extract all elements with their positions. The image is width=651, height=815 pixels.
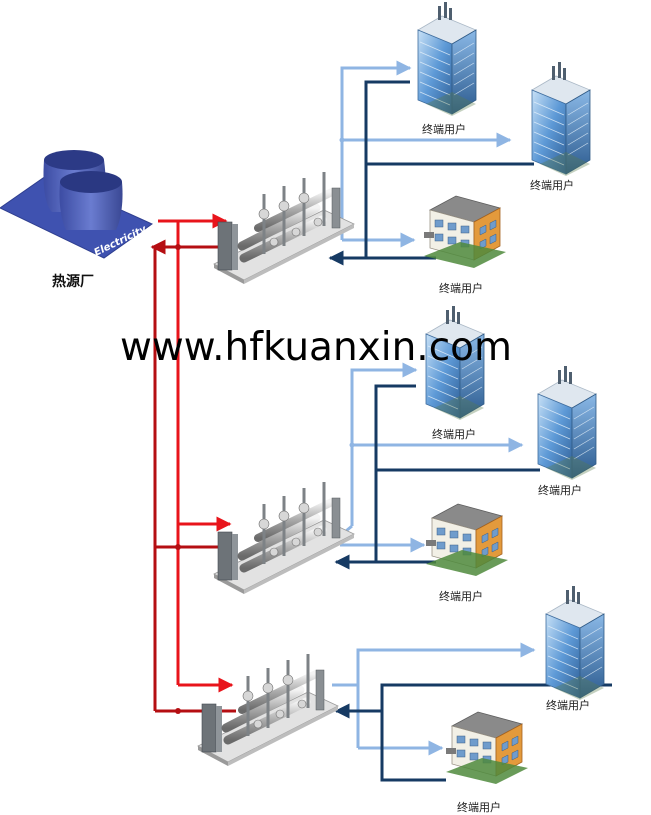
secondary-supply-pipe-3	[332, 642, 536, 756]
end-user-label: 终端用户	[546, 698, 590, 712]
end-user-1-1: 终端用户	[417, 1, 477, 136]
secondary-return-pipe-1	[328, 80, 534, 266]
secondary-supply-pipe-2	[339, 362, 524, 553]
secondary-return-pipe-2	[334, 384, 540, 570]
heat-source-label: 热源厂	[52, 273, 94, 290]
secondary-return-pipe-3	[334, 683, 612, 782]
watermark-text: www.hfkuanxin.com	[120, 325, 512, 370]
office-building-icon	[417, 1, 477, 117]
end-user-2-1: 终端用户	[425, 305, 485, 441]
end-user-label: 终端用户	[439, 589, 483, 603]
cooling-tower-icon: Electricity	[0, 150, 154, 259]
return-trunk-pipe	[150, 239, 236, 713]
heat-exchange-station-1	[214, 172, 354, 284]
end-user-1-3: 终端用户	[423, 195, 507, 295]
heat-exchange-station-3	[198, 654, 338, 766]
end-user-3-1: 终端用户	[545, 585, 605, 712]
end-user-label: 终端用户	[422, 122, 466, 136]
heat-exchange-station-2	[214, 482, 354, 594]
end-user-label: 终端用户	[439, 281, 483, 295]
heat-source-plant: Electricity 热源厂	[0, 150, 154, 290]
end-user-3-2: 终端用户	[445, 711, 529, 814]
supply-trunk-pipe	[158, 213, 234, 693]
end-user-2-2: 终端用户	[537, 365, 597, 497]
end-user-label: 终端用户	[538, 483, 582, 497]
office-building-icon	[531, 61, 591, 177]
residential-house-icon	[425, 503, 509, 577]
pipe-network	[150, 60, 612, 782]
office-building-icon	[537, 365, 597, 481]
office-building-icon	[545, 585, 605, 701]
secondary-supply-pipe-1	[340, 60, 512, 248]
end-user-2-3: 终端用户	[425, 503, 509, 603]
end-user-label: 终端用户	[432, 427, 476, 441]
end-user-1-2: 终端用户	[530, 61, 591, 192]
end-user-label: 终端用户	[530, 178, 574, 192]
end-user-label: 终端用户	[457, 800, 501, 814]
residential-house-icon	[445, 711, 529, 785]
residential-house-icon	[423, 195, 507, 269]
